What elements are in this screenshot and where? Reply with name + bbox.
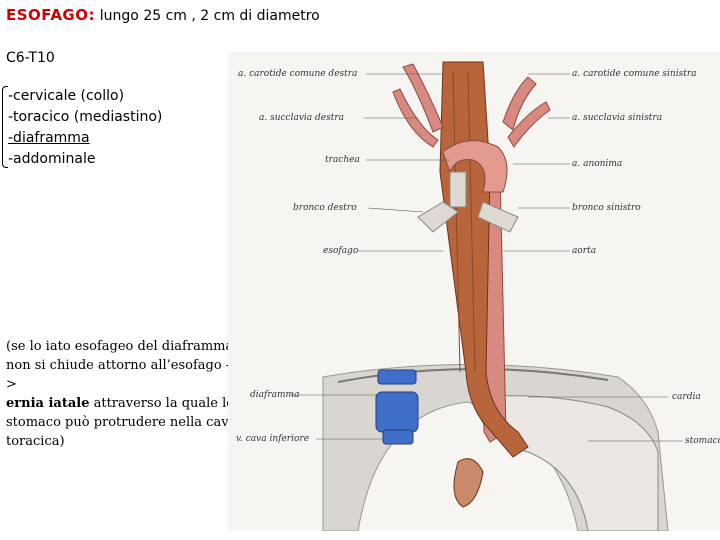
label-left: v. cava inferiore	[236, 434, 309, 444]
label-left: a. succlavia destra	[259, 113, 344, 123]
part-item: -addominale	[8, 149, 162, 170]
page-title: ESOFAGO: lungo 25 cm , 2 cm di diametro	[6, 6, 320, 24]
part-item: -toracico (mediastino)	[8, 107, 162, 128]
label-right: bronco sinistro	[572, 203, 641, 213]
title-subtitle: lungo 25 cm , 2 cm di diametro	[100, 8, 320, 24]
part-item: -diaframma	[8, 128, 162, 149]
label-left: bronco destro	[293, 203, 357, 213]
label-right: cardia	[672, 392, 701, 402]
title-main: ESOFAGO:	[6, 6, 95, 24]
label-left: trachea	[325, 155, 360, 165]
label-left: esofago	[323, 246, 359, 256]
note-bold-term: ernia iatale	[6, 396, 89, 411]
label-right: aorta	[572, 246, 596, 256]
label-right: a. succlavia sinistra	[572, 113, 662, 123]
label-left: diaframma	[250, 390, 299, 400]
vertebral-levels: C6-T10	[6, 50, 55, 66]
esophagus-parts-list: -cervicale (collo) -toracico (mediastino…	[8, 86, 162, 170]
anatomy-illustration: a. carotide comune destra a. succlavia d…	[228, 52, 720, 531]
brace-mark	[2, 86, 8, 168]
note-text-1: (se lo iato esofageo del diaframma non s…	[6, 339, 233, 392]
label-right: a. carotide comune sinistra	[572, 69, 697, 79]
label-right: stomaco	[685, 436, 720, 446]
part-item: -cervicale (collo)	[8, 86, 162, 107]
label-right: a. anonima	[572, 159, 622, 169]
label-left: a. carotide comune destra	[238, 69, 357, 79]
hiatal-hernia-note: (se lo iato esofageo del diaframma non s…	[6, 337, 236, 451]
esophagus-anatomy-figure: a. carotide comune destra a. succlavia d…	[228, 52, 720, 531]
